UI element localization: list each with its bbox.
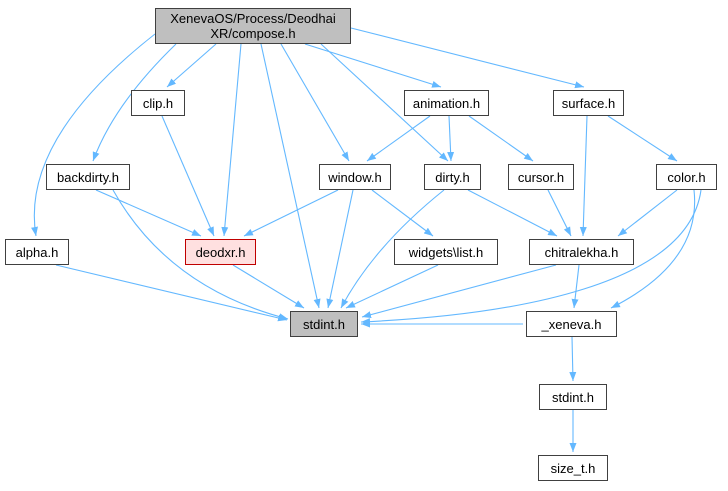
include-edge-chitralekha-to-xeneva — [571, 264, 580, 309]
include-edge-chitralekha-to-stdint_a — [361, 264, 557, 319]
include-edge-animation-to-window — [366, 115, 431, 162]
include-edge-cursor-to-chitralekha — [547, 189, 572, 237]
graph-node-stdint_b[interactable]: stdint.h — [539, 384, 607, 410]
include-edge-color-to-xeneva — [610, 189, 696, 309]
include-edge-window-to-deodxr — [243, 189, 339, 237]
node-label: surface.h — [561, 95, 616, 111]
include-edge-compose-to-animation — [304, 43, 442, 88]
graph-node-window[interactable]: window.h — [319, 164, 391, 190]
node-label: color.h — [667, 169, 706, 185]
include-edge-compose-to-clip — [166, 43, 217, 88]
graph-node-color[interactable]: color.h — [656, 164, 717, 190]
node-label: size_t.h — [550, 460, 596, 476]
include-edge-compose-to-deodxr — [221, 43, 242, 237]
node-label: stdint.h — [303, 316, 345, 332]
graph-node-size_t[interactable]: size_t.h — [538, 455, 608, 481]
node-label: stdint.h — [552, 389, 594, 405]
node-label: animation.h — [412, 95, 481, 111]
node-label: clip.h — [142, 95, 174, 111]
node-label: cursor.h — [517, 169, 565, 185]
graph-node-surface[interactable]: surface.h — [553, 90, 624, 116]
node-label: window.h — [328, 169, 382, 185]
include-edge-window-to-widgets_list — [371, 189, 434, 237]
node-label: XR/compose.h — [210, 26, 296, 41]
include-edge-backdirty-to-stdint_a — [112, 189, 289, 321]
node-label: XenevaOS/Process/Deodhai — [170, 11, 336, 26]
include-edge-widgets_list-to-stdint_a — [345, 264, 439, 309]
include-edge-backdirty-to-deodxr — [95, 189, 202, 237]
include-edge-color-to-stdint_a — [360, 189, 702, 326]
include-edge-animation-to-cursor — [468, 115, 534, 162]
graph-node-alpha[interactable]: alpha.h — [5, 239, 69, 265]
include-edge-dirty-to-stdint_a — [340, 189, 445, 309]
node-label: alpha.h — [15, 244, 59, 260]
include-edge-dirty-to-chitralekha — [467, 189, 558, 237]
node-label: widgets\list.h — [408, 244, 484, 260]
include-edge-compose-to-surface — [350, 27, 585, 89]
include-edge-compose-to-stdint_a — [260, 43, 321, 309]
graph-node-stdint_a[interactable]: stdint.h — [290, 311, 358, 337]
node-label: dirty.h — [435, 169, 470, 185]
node-label: _xeneva.h — [541, 316, 602, 332]
include-edge-window-to-stdint_a — [326, 189, 354, 309]
node-label: chitralekha.h — [544, 244, 619, 260]
node-label: deodxr.h — [195, 244, 246, 260]
graph-node-deodxr[interactable]: deodxr.h — [185, 239, 256, 265]
include-edge-compose-to-alpha — [31, 33, 156, 237]
graph-node-backdirty[interactable]: backdirty.h — [46, 164, 130, 190]
include-edge-color-to-chitralekha — [617, 189, 678, 237]
include-edge-alpha-to-stdint_a — [55, 264, 288, 322]
graph-node-dirty[interactable]: dirty.h — [424, 164, 481, 190]
include-edge-compose-to-backdirty — [92, 43, 177, 162]
graph-node-widgets_list[interactable]: widgets\list.h — [394, 239, 498, 265]
graph-node-cursor[interactable]: cursor.h — [508, 164, 574, 190]
include-edge-surface-to-chitralekha — [579, 115, 588, 237]
node-label: backdirty.h — [57, 169, 119, 185]
include-edge-deodxr-to-stdint_a — [232, 264, 305, 309]
include-edge-surface-to-color — [607, 115, 678, 162]
include-edge-animation-to-dirty — [447, 115, 455, 162]
include-edge-clip-to-deodxr — [161, 115, 215, 237]
graph-node-chitralekha[interactable]: chitralekha.h — [529, 239, 634, 265]
include-edge-compose-to-dirty — [320, 43, 449, 162]
graph-node-animation[interactable]: animation.h — [404, 90, 489, 116]
include-edge-compose-to-window — [280, 43, 350, 162]
include-edge-xeneva-to-stdint_b — [569, 336, 577, 382]
graph-node-clip[interactable]: clip.h — [131, 90, 185, 116]
graph-node-xeneva[interactable]: _xeneva.h — [526, 311, 617, 337]
